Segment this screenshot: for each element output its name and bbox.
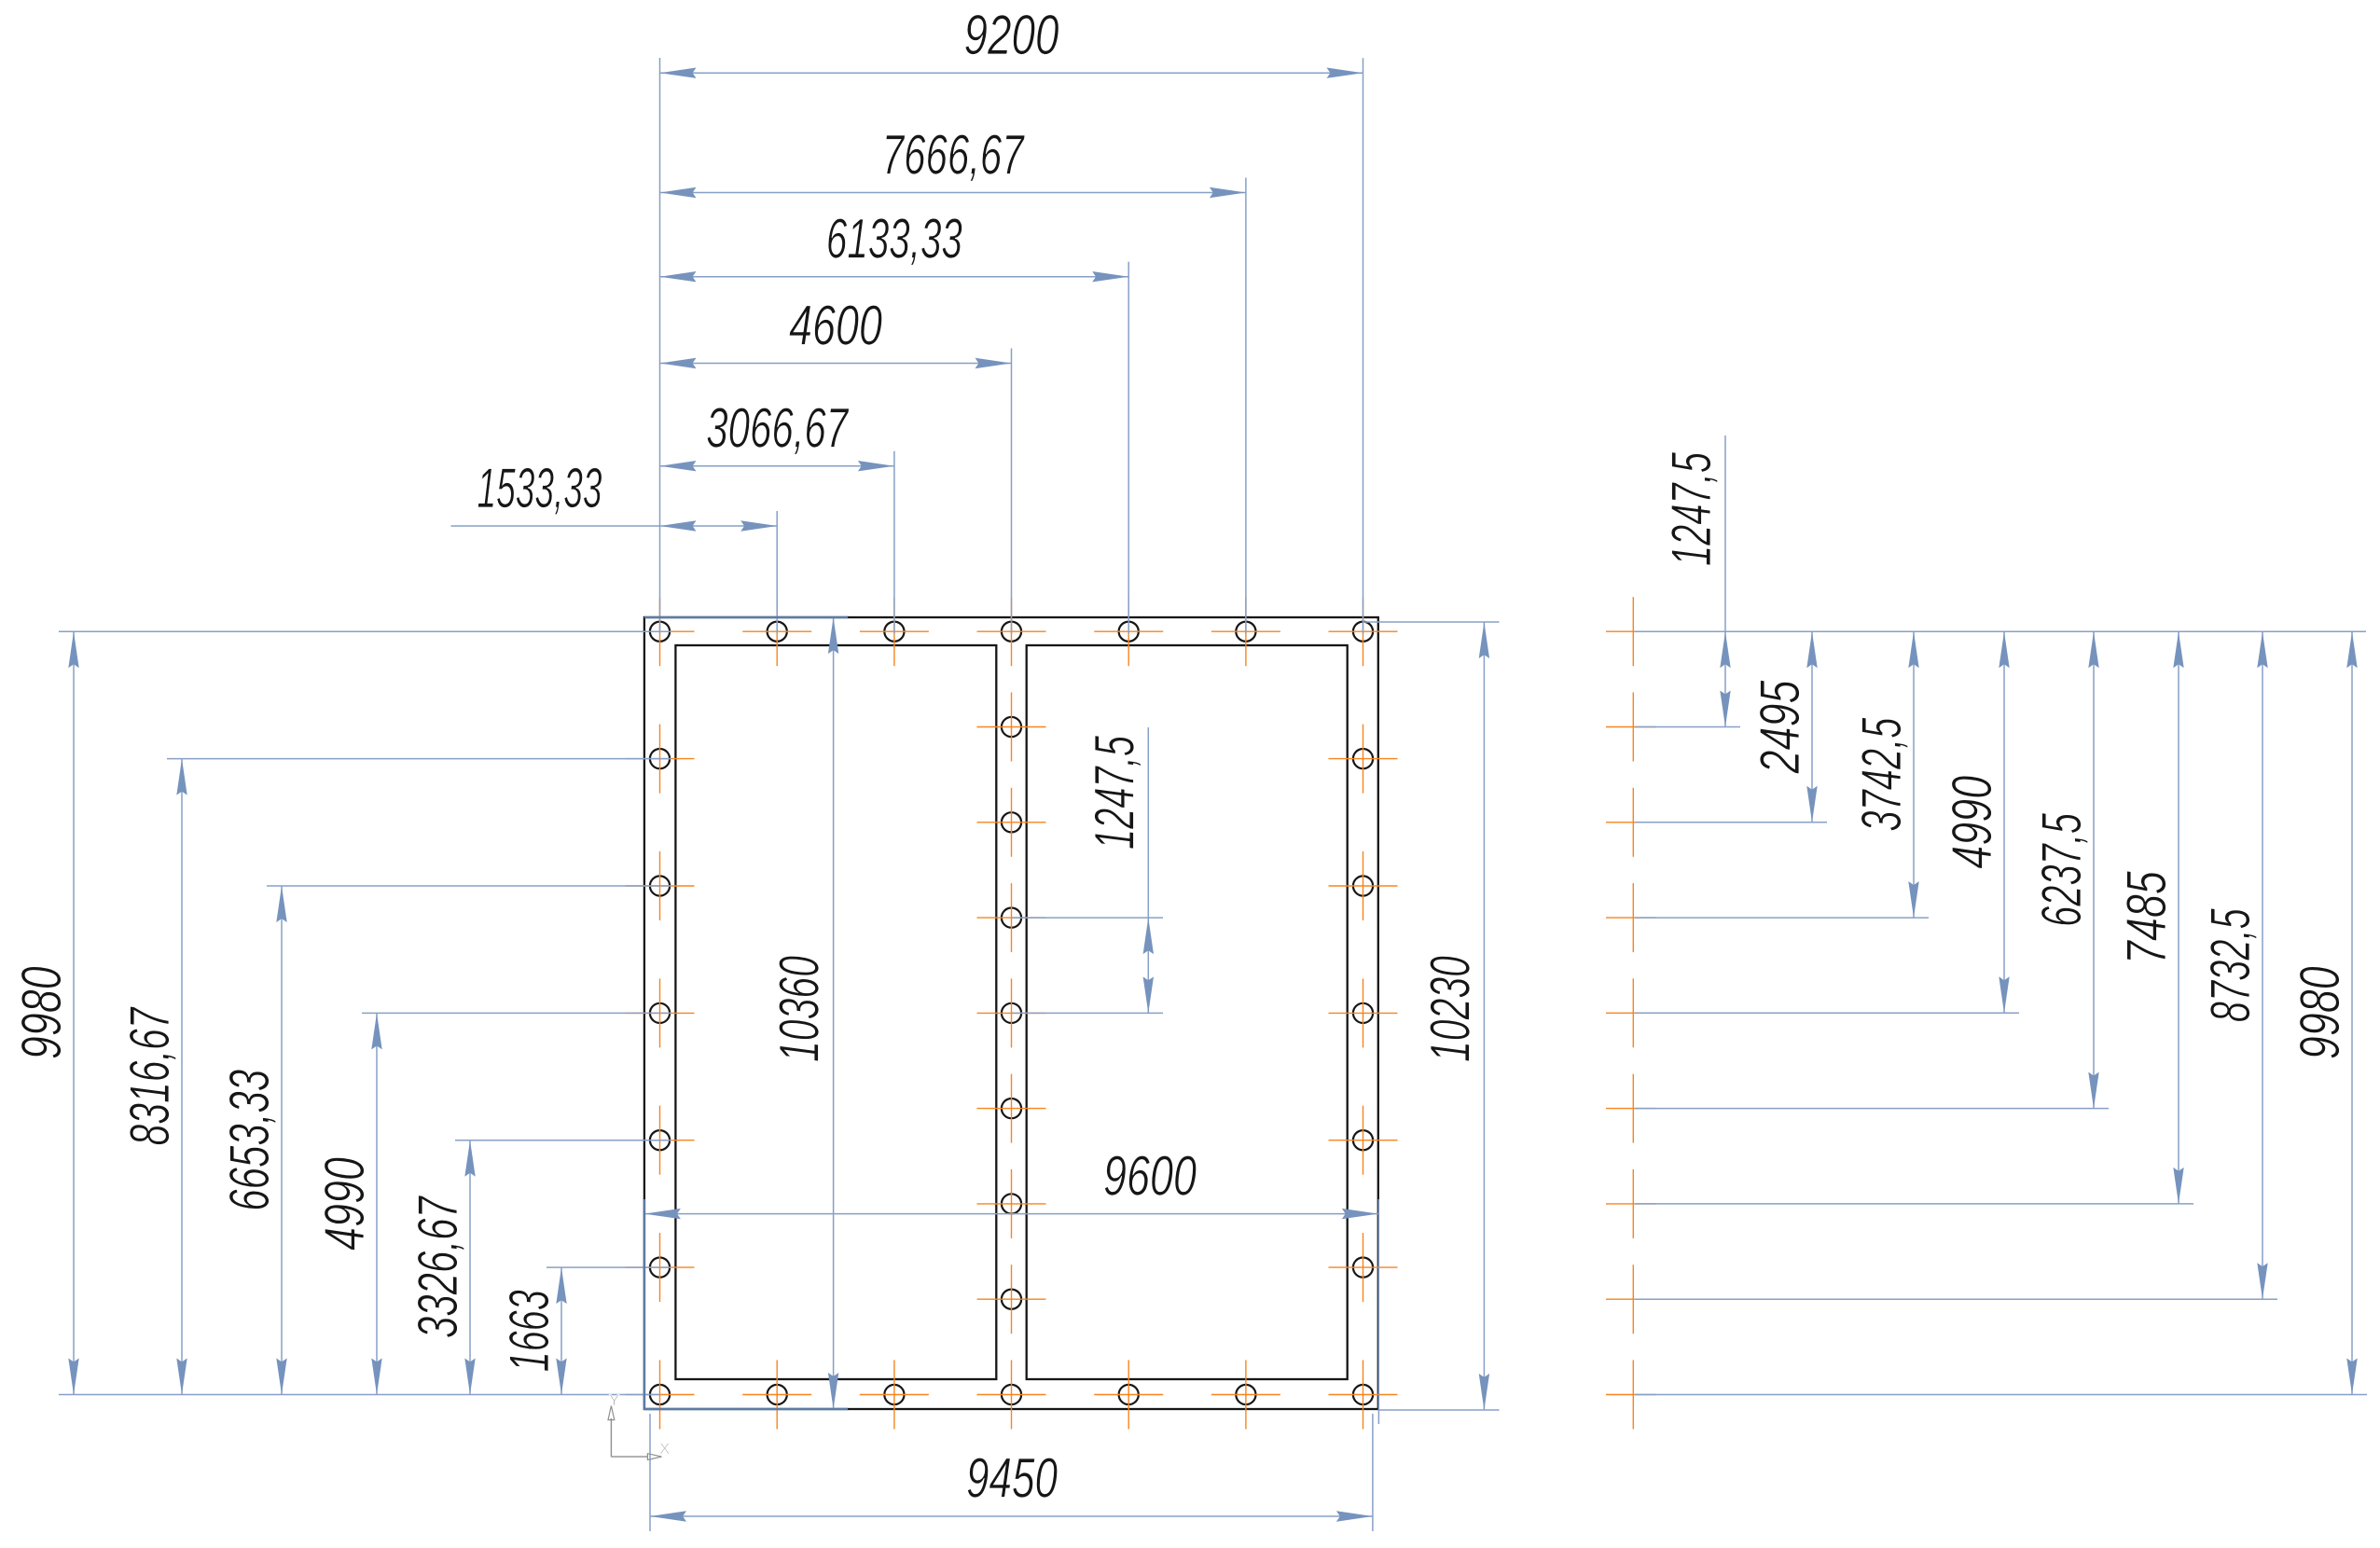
svg-text:9980: 9980 bbox=[10, 966, 73, 1059]
svg-text:3742,5: 3742,5 bbox=[1850, 717, 1913, 831]
svg-text:4990: 4990 bbox=[1941, 776, 2003, 869]
svg-text:7485: 7485 bbox=[2115, 871, 2178, 964]
svg-text:Y: Y bbox=[609, 1391, 619, 1409]
svg-text:1533,33: 1533,33 bbox=[477, 457, 602, 519]
svg-text:8732,5: 8732,5 bbox=[2199, 908, 2262, 1022]
svg-text:4990: 4990 bbox=[313, 1157, 376, 1251]
svg-text:X: X bbox=[659, 1440, 670, 1458]
svg-text:10360: 10360 bbox=[768, 956, 831, 1062]
svg-text:2495: 2495 bbox=[1749, 680, 1811, 774]
svg-text:9600: 9600 bbox=[1103, 1145, 1197, 1208]
svg-text:4600: 4600 bbox=[789, 295, 882, 357]
svg-text:3326,67: 3326,67 bbox=[407, 1195, 469, 1338]
svg-text:9200: 9200 bbox=[964, 4, 1059, 66]
svg-text:10230: 10230 bbox=[1418, 956, 1481, 1062]
svg-text:7666,67: 7666,67 bbox=[882, 124, 1026, 187]
svg-text:6133,33: 6133,33 bbox=[826, 208, 962, 270]
svg-text:1247,5: 1247,5 bbox=[1660, 452, 1723, 566]
svg-text:9980: 9980 bbox=[2289, 966, 2351, 1059]
svg-text:1663: 1663 bbox=[498, 1290, 560, 1372]
svg-text:8316,67: 8316,67 bbox=[118, 1006, 181, 1146]
svg-text:1247,5: 1247,5 bbox=[1083, 736, 1145, 850]
svg-text:9450: 9450 bbox=[966, 1447, 1058, 1510]
svg-text:6653,33: 6653,33 bbox=[218, 1070, 281, 1211]
svg-text:6237,5: 6237,5 bbox=[2030, 812, 2093, 926]
svg-text:3066,67: 3066,67 bbox=[706, 397, 850, 460]
